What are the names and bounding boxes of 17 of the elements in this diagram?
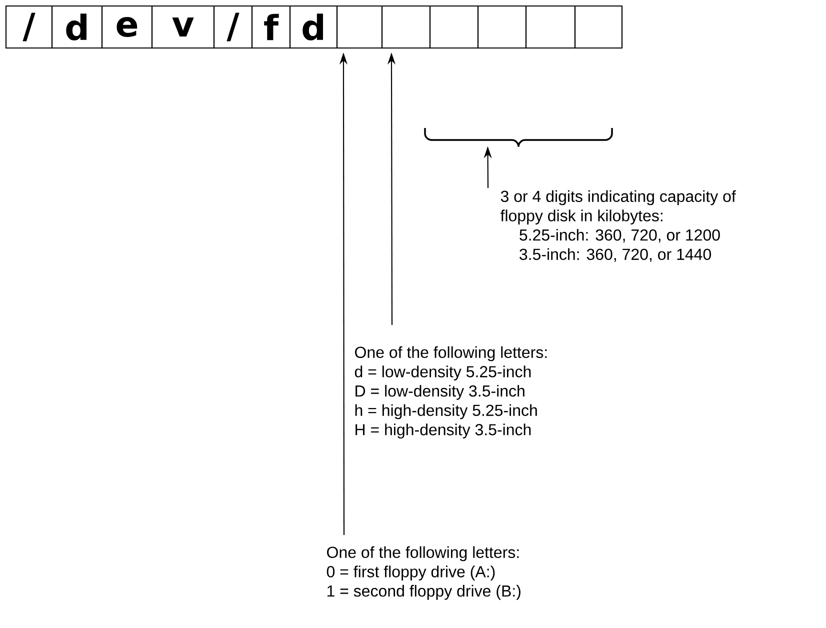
note-text: One of the following letters: 0 = first floppy drive (A:) 1 = second floppy drive (B:) (326, 546, 520, 600)
empty-cell (477, 5, 527, 49)
note-text: 3 or 4 digits indicating capacity of floppy disk in kilobytes: 5.25-inch: 360, 720, or 1200 3.5-inch: 360, 720, or 1440 (500, 190, 736, 262)
letter-cell: d (289, 5, 338, 49)
empty-cell (336, 5, 383, 49)
letter-cell: d (51, 5, 103, 49)
letter-cell: v (151, 5, 215, 49)
empty-cell (381, 5, 431, 49)
empty-cell (429, 5, 479, 49)
letter-cell: f (251, 5, 291, 49)
letter-cell: / (5, 5, 53, 49)
brace (424, 128, 613, 148)
letter-cell: / (213, 5, 253, 49)
empty-cell (525, 5, 576, 49)
note-text: One of the following letters: d = low-density 5.25-inch D = low-density 3.5-inch h = high-density 5.25-inch H = high-density 3.5-inch (354, 346, 547, 438)
empty-cell (574, 5, 623, 49)
letter-cell: e (101, 5, 153, 49)
